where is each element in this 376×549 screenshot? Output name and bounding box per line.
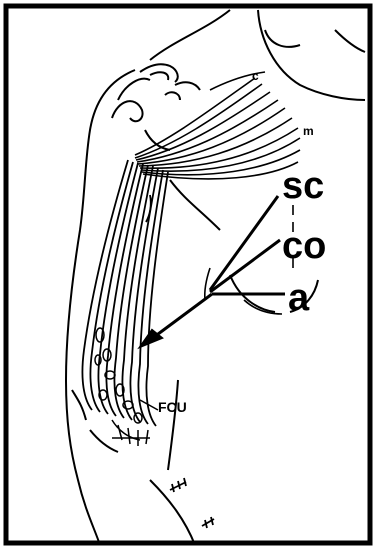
label-fcu: FCU <box>158 399 187 415</box>
label-sc: sc <box>282 165 324 207</box>
label-c: c <box>252 69 259 83</box>
label-a: a <box>288 277 310 319</box>
figure-frame <box>6 6 370 543</box>
label-m: m <box>303 124 314 138</box>
label-co: co <box>282 225 326 267</box>
